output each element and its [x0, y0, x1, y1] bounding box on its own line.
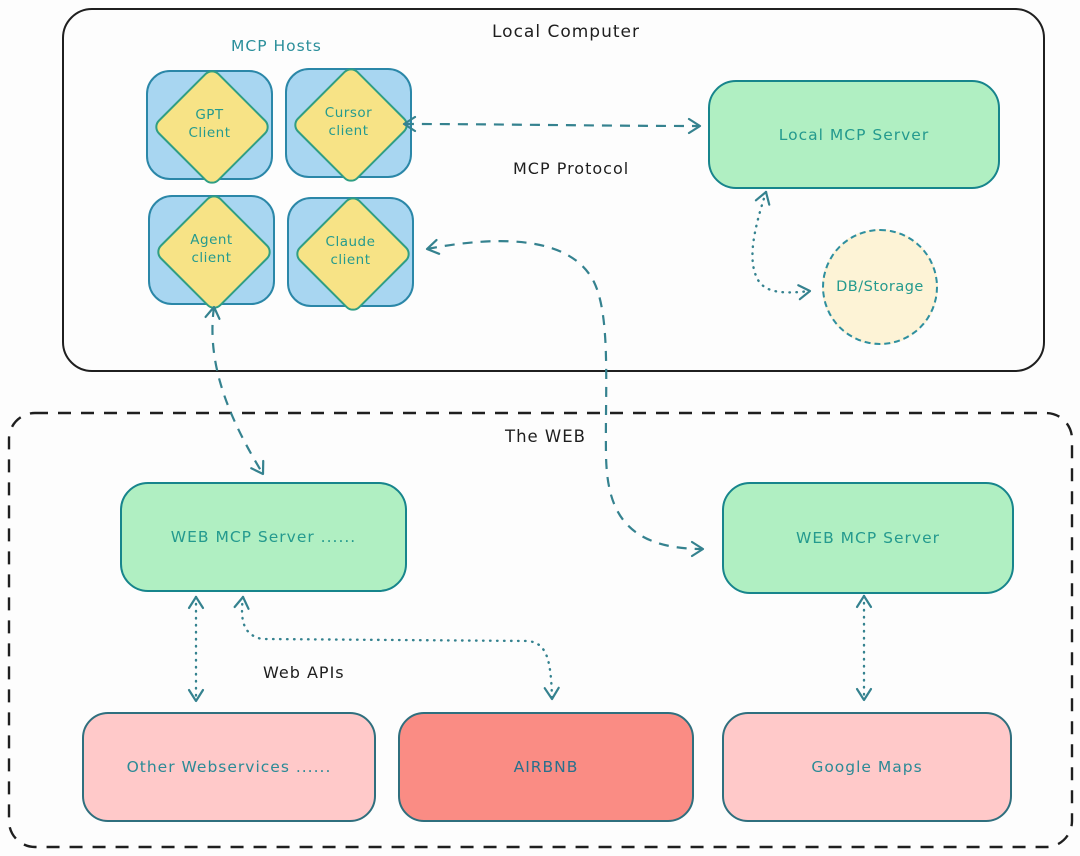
client-box-agent: Agent client: [148, 191, 275, 313]
client-label-cursor: Cursor client: [287, 70, 410, 176]
mcp-hosts-label: MCP Hosts: [231, 37, 322, 55]
mcp-protocol-label: MCP Protocol: [513, 159, 630, 178]
web-mcp-server-left-label: WEB MCP Server ......: [170, 528, 357, 546]
client-box-gpt: GPT Client: [146, 66, 273, 188]
web-mcp-server-right-box: WEB MCP Server: [722, 482, 1014, 594]
web-mcp-server-left-box: WEB MCP Server ......: [120, 482, 407, 592]
web-mcp-server-right-label: WEB MCP Server: [796, 529, 940, 547]
db-storage-label: DB/Storage: [836, 279, 924, 295]
service-label: Other Webservices ......: [126, 758, 332, 776]
local-mcp-server-label: Local MCP Server: [778, 125, 930, 144]
client-label-line: client: [328, 123, 369, 139]
service-box-airbnb: AIRBNB: [398, 712, 694, 822]
service-label: AIRBNB: [513, 758, 579, 776]
client-label-gpt: GPT Client: [148, 72, 271, 178]
service-label: Google Maps: [811, 758, 923, 776]
db-storage-circle: DB/Storage: [822, 229, 938, 345]
client-label-line: Cursor: [324, 105, 373, 122]
web-apis-label: Web APIs: [263, 663, 345, 682]
client-label-agent: Agent client: [150, 197, 273, 303]
client-label-claude: Claude client: [289, 199, 412, 305]
client-label-line: GPT: [195, 107, 224, 124]
client-label-line: Client: [188, 125, 231, 141]
the-web-title: The WEB: [505, 427, 586, 446]
client-box-cursor: Cursor client: [285, 64, 412, 186]
service-box-other-webservices: Other Webservices ......: [82, 712, 376, 822]
local-computer-title: Local Computer: [492, 22, 640, 42]
client-label-line: Claude: [325, 234, 376, 251]
client-label-line: Agent: [190, 232, 233, 249]
client-label-line: client: [191, 250, 232, 266]
service-box-google-maps: Google Maps: [722, 712, 1012, 822]
arrow-webserver-left-airbnb: [233, 595, 560, 701]
client-label-line: client: [330, 252, 371, 268]
client-box-claude: Claude client: [287, 193, 414, 315]
local-mcp-server-box: Local MCP Server: [708, 80, 1000, 189]
